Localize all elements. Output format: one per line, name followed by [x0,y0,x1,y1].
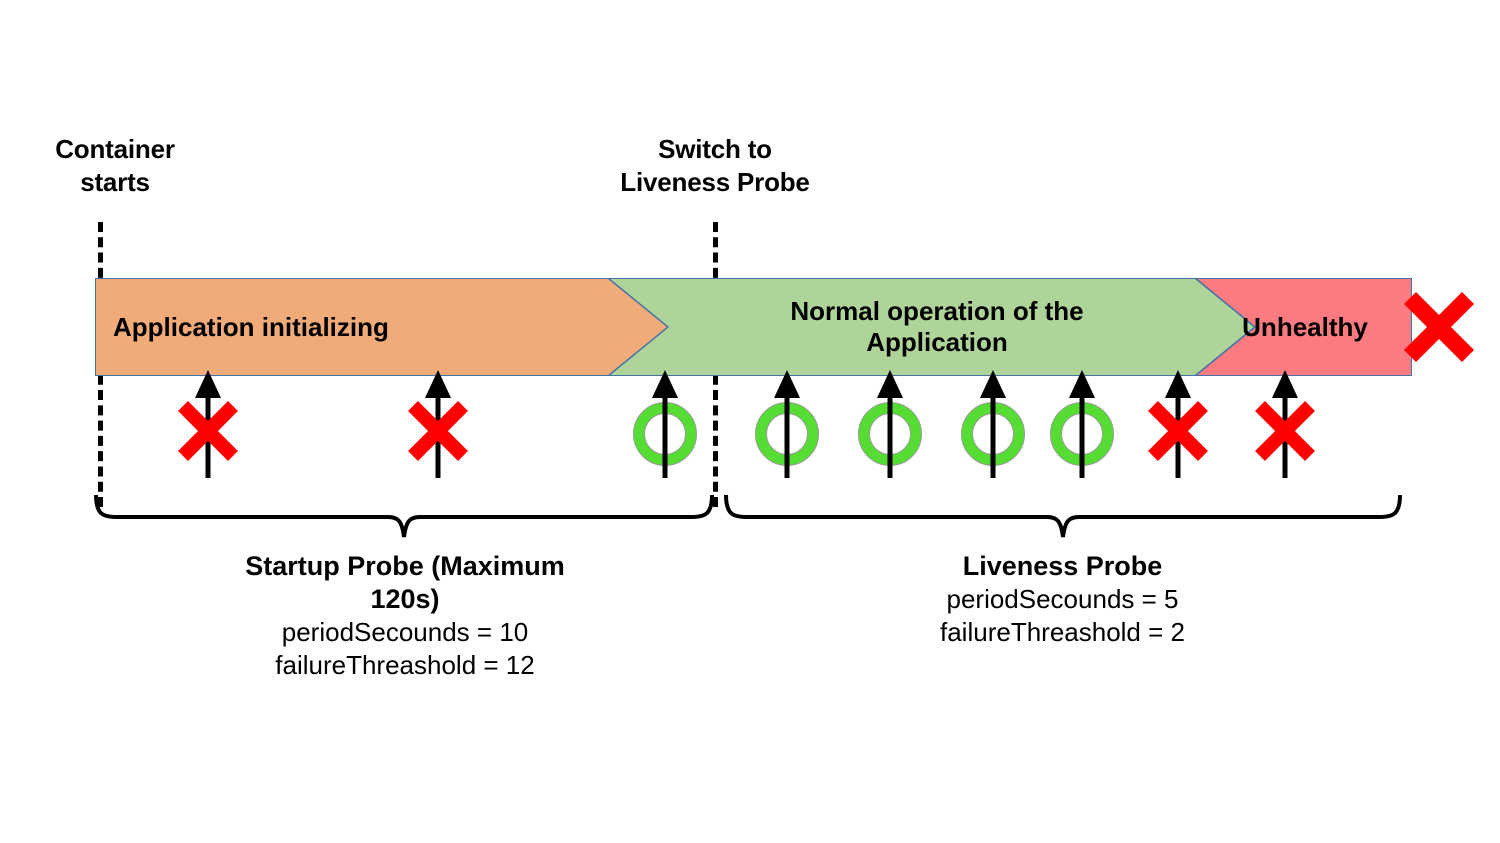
caption-liveness-probe-title: Liveness Probe [962,551,1163,581]
probe-arrow-icon [980,370,1006,478]
segment-label-unhealthy: Unhealthy [1242,312,1368,342]
caption-liveness-failure-threshold: failureThreashold = 2 [940,617,1185,648]
probe-marker-8 [1148,368,1208,478]
segment-label-normal-operation: Normal operation of the Application [790,296,1084,358]
probe-arrow-icon [877,370,903,478]
probe-marker-3 [633,368,697,478]
band-outline [95,278,1412,376]
red-x-icon-terminal [1403,291,1475,363]
caption-liveness-period-seconds: periodSecounds = 5 [946,583,1179,614]
red-x-icon [1255,401,1315,461]
probe-arrow-icon [652,370,678,478]
probe-marker-6 [961,368,1025,478]
brace-startup-probe [94,495,714,538]
probe-marker-2 [408,368,468,478]
segment-label-initializing: Application initializing [113,312,389,342]
probe-arrow-icon [774,370,800,478]
segment-initializing-shape [95,278,1412,376]
timeline-band: Application initializing Normal operatio… [95,278,1412,376]
label-container-starts: Container starts [55,134,175,198]
red-x-icon [178,401,238,461]
red-x-icon [1148,401,1208,461]
brace-liveness-probe [724,495,1402,538]
caption-startup-probe: Startup Probe (Maximum 120s) periodSecou… [165,550,645,682]
probe-marker-4 [755,368,819,478]
red-x-icon [408,401,468,461]
caption-liveness-probe: Liveness Probe periodSecounds = 5 failur… [825,550,1300,649]
probe-marker-9 [1255,368,1315,478]
probe-arrow-icon [1069,370,1095,478]
caption-startup-probe-title: Startup Probe (Maximum 120s) [245,551,565,614]
label-switch-to-liveness-probe: Switch to Liveness Probe [620,134,810,198]
caption-startup-period-seconds: periodSecounds = 10 [281,616,529,647]
probe-marker-7 [1050,368,1114,478]
probe-marker-5 [858,368,922,478]
caption-startup-failure-threshold: failureThreashold = 12 [275,650,535,681]
probe-marker-1 [178,368,238,478]
